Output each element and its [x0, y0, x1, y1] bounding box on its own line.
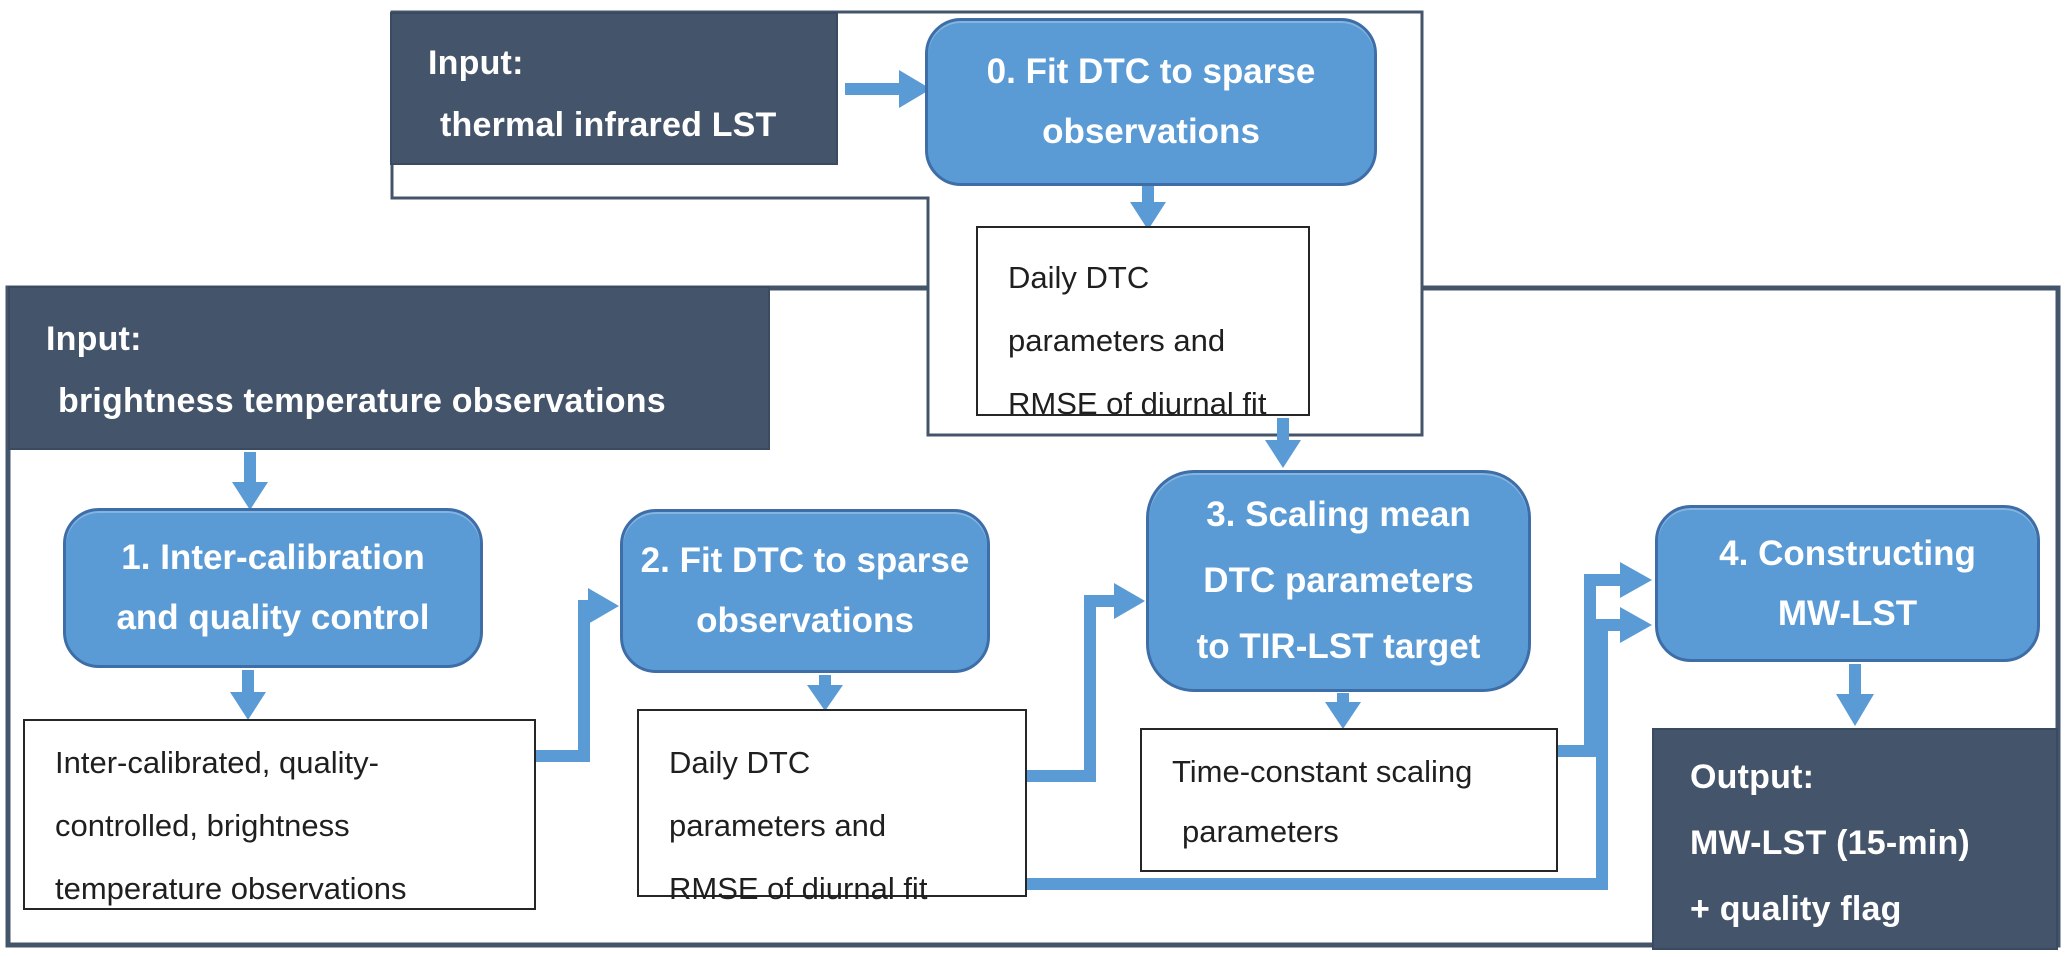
process-box-step2: 2. Fit DTC to sparse observations	[620, 509, 990, 673]
input-bt-title: Input:	[46, 320, 142, 358]
time-constant-line2: parameters	[1182, 814, 1339, 849]
step3-line1: 3. Scaling mean	[1206, 495, 1471, 534]
connector-time-constant-to-step4	[1558, 562, 1652, 757]
output-box: Output: MW-LST (15-min) + quality flag	[1652, 728, 2058, 950]
step1-line1: 1. Inter-calibration	[121, 538, 425, 577]
output-title: Output:	[1690, 758, 1815, 796]
arrow-daily-dtc-top-to-step3	[1265, 418, 1301, 468]
arrow-step3-to-time-constant	[1325, 693, 1361, 729]
arrow-head	[232, 482, 268, 510]
arrow-step1-to-intercalibrated	[230, 670, 266, 720]
input-box-thermal-infrared-lst: Input: thermal infrared LST	[390, 12, 838, 165]
artifact-box-daily-dtc-mid: Daily DTC parameters and RMSE of diurnal…	[637, 709, 1027, 906]
connector-daily-dtc-mid-to-step3	[1027, 583, 1145, 782]
process-box-step3: 3. Scaling mean DTC parameters to TIR-LS…	[1146, 470, 1531, 692]
connector-intercalibrated-to-step2	[536, 588, 619, 762]
intercalibrated-line3: temperature observations	[55, 871, 407, 906]
artifact-box-intercalibrated-bt: Inter-calibrated, quality- controlled, b…	[23, 719, 536, 910]
arrow-step4-to-output	[1836, 664, 1874, 726]
daily-dtc-top-line2: parameters and	[1008, 323, 1226, 358]
artifact-box-daily-dtc-top: Daily DTC parameters and RMSE of diurnal…	[976, 226, 1310, 421]
process-box-step1: 1. Inter-calibration and quality control	[63, 508, 483, 668]
input-bt-body: brightness temperature observations	[58, 382, 666, 420]
intercalibrated-line1: Inter-calibrated, quality-	[55, 745, 379, 780]
arrow-tir-to-step0	[845, 70, 931, 108]
intercalibrated-line2: controlled, brightness	[55, 808, 350, 843]
connector-line	[1027, 619, 1620, 890]
input-box-brightness-temperature: Input: brightness temperature observatio…	[8, 286, 770, 450]
arrow-head	[1265, 440, 1301, 468]
arrow-head	[1114, 583, 1145, 619]
output-line2: MW-LST (15-min)	[1690, 824, 1970, 862]
step3-line2: DTC parameters	[1203, 561, 1474, 600]
connector-line	[536, 600, 590, 762]
arrow-head	[1836, 694, 1874, 726]
process-box-step0: 0. Fit DTC to sparse observations	[925, 18, 1377, 186]
arrow-head	[807, 685, 843, 711]
connector-line	[1558, 574, 1620, 757]
arrow-step2-to-daily-dtc-mid	[807, 675, 843, 711]
arrow-head	[1620, 562, 1652, 598]
time-constant-line1: Time-constant scaling	[1172, 754, 1473, 789]
step1-line2: and quality control	[116, 598, 430, 637]
daily-dtc-mid-line3: RMSE of diurnal fit	[669, 871, 928, 906]
daily-dtc-mid-line2: parameters and	[669, 808, 887, 843]
daily-dtc-top-line3: RMSE of diurnal fit	[1008, 386, 1267, 421]
step3-line3: to TIR-LST target	[1196, 627, 1481, 666]
daily-dtc-top-line1: Daily DTC	[1008, 260, 1150, 295]
arrow-head	[1325, 702, 1361, 729]
artifact-box-time-constant: Time-constant scaling parameters	[1140, 728, 1558, 872]
arrow-head	[1130, 202, 1166, 230]
arrow-head	[588, 588, 619, 624]
process-box-step4: 4. Constructing MW-LST	[1655, 505, 2040, 662]
step0-line2: observations	[1042, 112, 1260, 151]
input-tir-body: thermal infrared LST	[440, 106, 777, 144]
arrow-head	[1620, 607, 1652, 643]
step4-line2: MW-LST	[1777, 593, 1918, 633]
arrow-step0-to-daily-dtc-top	[1130, 186, 1166, 230]
connector-line	[1027, 595, 1114, 782]
step4-line1: 4. Constructing	[1719, 533, 1976, 573]
connector-daily-dtc-mid-to-step4	[1027, 607, 1652, 890]
input-tir-title: Input:	[428, 44, 524, 82]
arrow-bt-to-step1	[232, 452, 268, 510]
step2-line1: 2. Fit DTC to sparse	[640, 541, 970, 580]
daily-dtc-mid-line1: Daily DTC	[669, 745, 811, 780]
arrow-head	[899, 70, 931, 108]
arrow-head	[230, 692, 266, 720]
output-line3: + quality flag	[1690, 890, 1902, 928]
step0-line1: 0. Fit DTC to sparse	[986, 52, 1316, 91]
step2-line2: observations	[696, 601, 914, 640]
